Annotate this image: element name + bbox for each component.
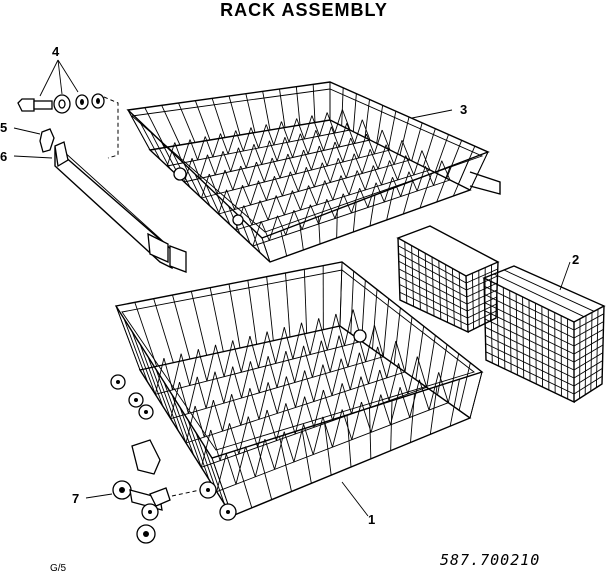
callout-6: 6 <box>0 149 7 164</box>
upper-rack <box>126 81 501 263</box>
rail-hardware <box>17 93 187 273</box>
callout-5: 5 <box>0 120 7 135</box>
page-title: RACK ASSEMBLY <box>220 0 388 20</box>
callout-2: 2 <box>572 252 579 267</box>
silverware-basket <box>396 225 606 404</box>
callout-3: 3 <box>460 102 467 117</box>
callout-7: 7 <box>72 491 79 506</box>
callout-4: 4 <box>52 44 60 59</box>
leader-lines <box>13 59 571 517</box>
lower-rack <box>110 261 484 521</box>
callout-1: 1 <box>368 512 375 527</box>
page-code: G/5 <box>50 563 67 574</box>
part-number: 587.700210 <box>440 551 541 569</box>
wheel-bracket-assembly <box>112 439 201 544</box>
